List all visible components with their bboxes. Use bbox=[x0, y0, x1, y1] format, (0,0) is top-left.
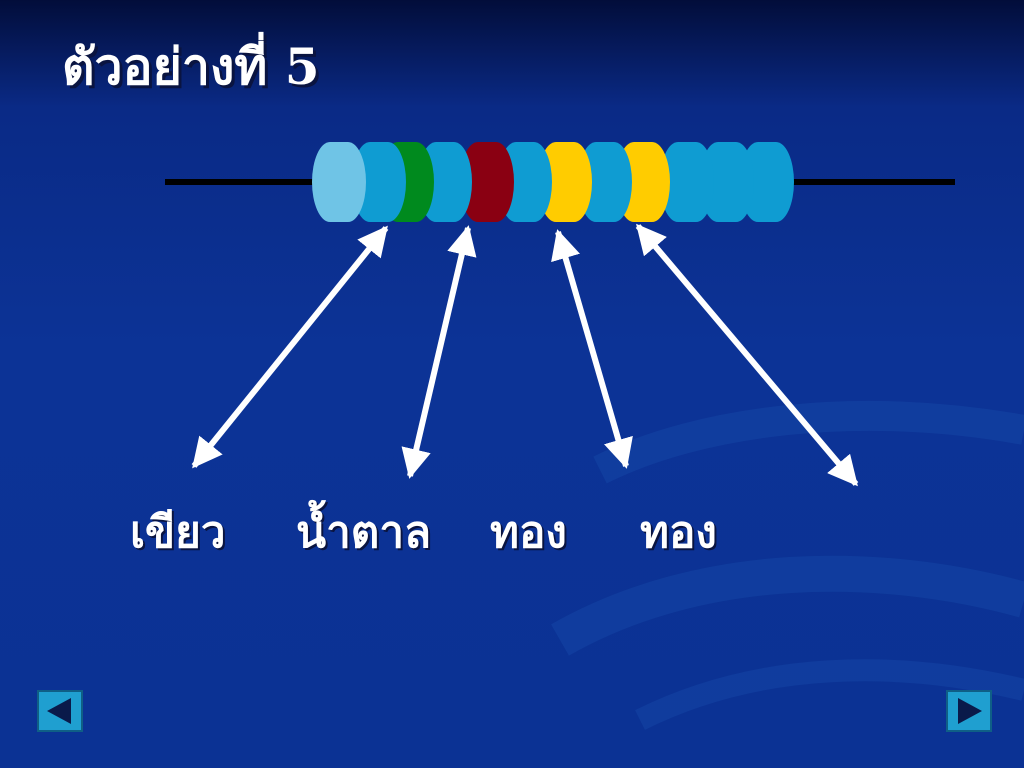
resistor-body-segment bbox=[660, 142, 714, 222]
resistor-body-segment bbox=[578, 142, 632, 222]
next-slide-button[interactable] bbox=[946, 690, 992, 732]
arrows bbox=[191, 223, 859, 487]
resistor-body-segment bbox=[700, 142, 754, 222]
previous-slide-button[interactable] bbox=[37, 690, 83, 732]
arrow-band-3 bbox=[551, 229, 633, 469]
slide-title: ตัวอย่างที่ 5 bbox=[62, 37, 320, 96]
arrow-band-4 bbox=[635, 223, 859, 487]
background-swirl bbox=[551, 400, 1024, 730]
resistor-band-2 bbox=[460, 142, 514, 222]
band-label-4: ทอง bbox=[640, 507, 717, 558]
band-label-2: น้ำตาล bbox=[296, 507, 432, 558]
resistor-body-segment bbox=[740, 142, 794, 222]
resistor-end-cap bbox=[312, 142, 366, 222]
band-label-3: ทอง bbox=[490, 507, 567, 558]
resistor-body bbox=[312, 142, 794, 222]
band-label-1: เขียว bbox=[130, 507, 226, 558]
resistor-band-3 bbox=[538, 142, 592, 222]
arrow-band-1 bbox=[191, 225, 389, 469]
arrow-band-2 bbox=[401, 225, 477, 479]
resistor-body-segment bbox=[352, 142, 406, 222]
triangle-left-icon bbox=[47, 698, 71, 724]
triangle-right-icon bbox=[958, 698, 982, 724]
